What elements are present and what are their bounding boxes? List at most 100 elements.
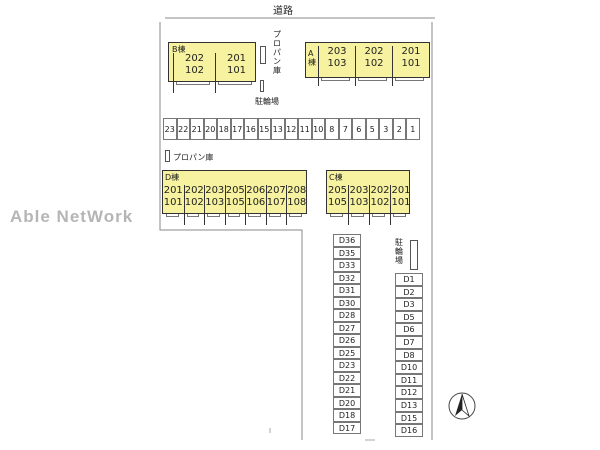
watermark: Able NetWork: [10, 207, 134, 226]
room-number-upper: 202: [364, 46, 384, 57]
room-number-upper: 201: [401, 46, 421, 57]
parking-slot: D28: [333, 309, 361, 322]
parking-slot: 16: [244, 118, 258, 140]
bike-parking-label-top: 駐輪場: [255, 97, 279, 106]
parking-slot: 1: [406, 118, 420, 140]
room-number-lower: 107: [266, 197, 286, 208]
building-b-name: B棟: [172, 45, 186, 54]
parking-slot: 12: [284, 118, 298, 140]
room-number-upper: 206: [246, 185, 266, 196]
room-number-upper: 201: [226, 53, 247, 64]
room-number-upper: 202: [184, 185, 204, 196]
bike-parking-right: [410, 240, 418, 270]
entrance-step: [289, 214, 302, 217]
lot-edge-left: [159, 22, 303, 440]
parking-slot: D33: [333, 259, 361, 272]
entrance-step: [186, 214, 199, 217]
bike-parking-label-right: 駐輪場: [395, 238, 403, 265]
room-number-upper: 208: [287, 185, 307, 196]
building-c-name: C棟: [329, 173, 343, 182]
entrance-step: [395, 78, 424, 81]
parking-slot: D26: [333, 334, 361, 347]
parking-slot: 23: [163, 118, 177, 140]
room-number-upper: 202: [184, 53, 205, 64]
entrance-step: [268, 214, 281, 217]
parking-slot: D20: [333, 396, 361, 409]
room-number-lower: 102: [370, 197, 390, 208]
room-number-lower: 106: [246, 197, 266, 208]
parking-slot: D8: [395, 348, 423, 362]
entrance-step: [166, 214, 179, 217]
parking-slot: D27: [333, 321, 361, 334]
entrance-step: [176, 82, 210, 85]
parking-slot: D23: [333, 359, 361, 372]
room-number-lower: 102: [184, 65, 205, 76]
parking-slot: D6: [395, 323, 423, 336]
parking-slot: D31: [333, 284, 361, 297]
room-number-lower: 108: [287, 197, 307, 208]
road-label: 道路: [273, 6, 293, 17]
entrance-step: [227, 214, 240, 217]
entrance-step: [358, 78, 387, 81]
room-number-lower: 101: [163, 197, 183, 208]
room-number-lower: 101: [226, 65, 247, 76]
propane-storage-top: [260, 46, 266, 64]
parking-slot: 15: [257, 118, 271, 140]
entrance-step: [248, 214, 261, 217]
parking-slot: D1: [395, 273, 423, 286]
building-d-name: D棟: [165, 173, 180, 182]
building-a-name: A棟: [308, 49, 316, 67]
room-number-lower: 105: [327, 197, 348, 208]
parking-slot: 10: [311, 118, 325, 140]
room-number-lower: 102: [364, 58, 384, 69]
parking-slot: D18: [333, 409, 361, 422]
room-number-upper: 203: [327, 46, 347, 57]
parking-slot: 21: [190, 118, 204, 140]
entrance-step: [207, 214, 220, 217]
room-number-upper: 203: [205, 185, 225, 196]
parking-slot: 2: [392, 118, 406, 140]
parking-slot: D2: [395, 285, 423, 299]
room-number-upper: 205: [225, 185, 245, 196]
north-arrow-icon: [448, 392, 476, 420]
room-number-lower: 101: [401, 58, 421, 69]
propane-label-mid: プロパン庫: [173, 153, 214, 162]
parking-slot: D7: [395, 336, 423, 349]
entrance-step: [321, 78, 350, 81]
room-number-lower: 103: [327, 58, 347, 69]
parking-slot: D5: [395, 310, 423, 324]
parking-slot: D32: [333, 271, 361, 284]
parking-slot: D35: [333, 246, 361, 259]
parking-slot: D3: [395, 298, 423, 311]
parking-slot: D30: [333, 296, 361, 309]
parking-slot: D10: [395, 361, 423, 374]
room-number-upper: 202: [370, 185, 390, 196]
entrance-step: [372, 214, 385, 217]
room-number-upper: 203: [349, 185, 369, 196]
room-number-lower: 101: [391, 197, 411, 208]
entrance-step: [393, 214, 406, 217]
parking-slot: D17: [333, 421, 361, 434]
entrance-step: [330, 214, 343, 217]
room-number-lower: 102: [184, 197, 204, 208]
room-number-upper: 201: [391, 185, 411, 196]
parking-slot: 3: [379, 118, 393, 140]
parking-slot: 7: [338, 118, 352, 140]
parking-slot: D11: [395, 373, 423, 387]
